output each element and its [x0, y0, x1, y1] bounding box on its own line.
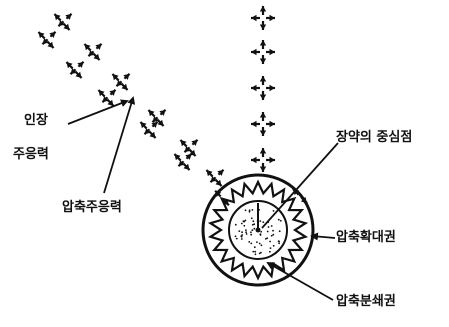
- stress-arrow-tangential: [101, 89, 117, 103]
- label-principal-stress: 주응력: [13, 147, 49, 162]
- stress-arrow-tangential: [209, 169, 225, 183]
- stress-arrow-horizontal: [251, 14, 275, 22]
- stress-arrow-horizontal: [251, 120, 275, 128]
- stress-arrow-radial: [37, 31, 55, 49]
- stress-arrow-tangential: [41, 31, 57, 45]
- stress-arrow-vertical: [259, 148, 267, 172]
- stress-arrow-tangential: [57, 13, 73, 27]
- charge-stipple: [234, 208, 282, 256]
- compression-expansion-circle: [201, 173, 315, 287]
- charge-hole-circle: [228, 200, 288, 260]
- compression-crush-zigzag: [207, 179, 309, 281]
- label-tension: 인장: [24, 113, 48, 128]
- stress-arrow-horizontal: [251, 48, 275, 56]
- leader-compression-expansion: [310, 232, 336, 241]
- stress-arrow-vertical: [259, 76, 267, 100]
- stress-arrow-vertical: [259, 112, 267, 136]
- leader-compression-crush: [266, 262, 334, 301]
- stress-arrow-tangential: [183, 139, 199, 153]
- stress-arrow-vertical: [259, 6, 267, 30]
- leader-charge-center: [261, 142, 339, 229]
- stress-arrow-radial: [65, 61, 83, 79]
- stress-arrow-tangential: [143, 121, 159, 135]
- label-compressive-principal-stress: 압축주응력: [62, 200, 122, 215]
- leader-compressive-principal: [103, 96, 136, 194]
- leader-tension: [67, 99, 129, 125]
- stress-arrow-tangential: [151, 109, 167, 123]
- charge-center-dot: [255, 227, 261, 233]
- stress-arrow-horizontal: [251, 156, 275, 164]
- stress-arrow-vertical: [259, 40, 267, 64]
- label-compression-crush-zone: 압축분쇄권: [336, 294, 396, 309]
- diagonal-stress-arrows: [37, 13, 225, 187]
- stress-arrow-tangential: [69, 61, 85, 75]
- stress-arrow-tangential: [115, 73, 131, 87]
- stress-arrow-horizontal: [251, 84, 275, 92]
- label-charge-center: 장약의 중심점: [336, 130, 413, 145]
- label-compression-expansion-zone: 압축확대권: [336, 230, 396, 245]
- stress-arrow-radial: [53, 13, 71, 31]
- stress-arrow-tangential: [87, 43, 103, 57]
- stress-arrow-tangential: [177, 153, 193, 167]
